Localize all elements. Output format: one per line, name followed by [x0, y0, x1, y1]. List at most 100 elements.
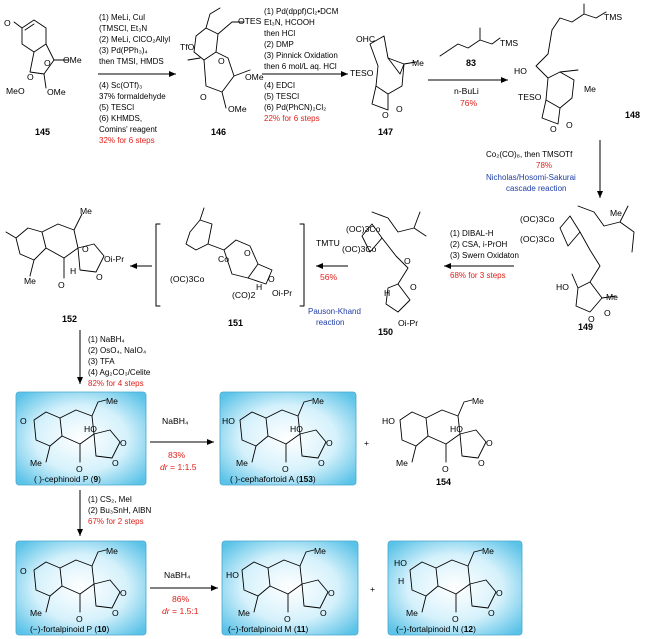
compound-11: HO O O Me Me O (−)-fortalpinoid M (11) [221, 540, 359, 636]
reagent-line: (3) Pd(PPh₃)₄ [99, 46, 148, 55]
atom-label: O [604, 308, 611, 318]
atom-label: O [404, 256, 411, 266]
atom-label: O [112, 608, 119, 618]
compound-name: ( )-cephafortoid A (153) [230, 474, 316, 484]
reaction-name: Pauson-Khand [308, 307, 361, 316]
reagent-text: NaBH₄ [164, 570, 191, 580]
compound-153: HO HO O O Me Me O ( )-cephafortoid A (15… [219, 391, 357, 486]
compound-name: (−)-fortalpinoid N (12) [396, 624, 476, 634]
atom-label: HO [222, 416, 235, 426]
atom-label: HO [226, 570, 239, 580]
reagent-line: (4) Sc(OTf)₃ [99, 81, 142, 90]
yield-text: 82% for 4 steps [88, 379, 144, 388]
reagent-line: 37% formaldehyde [99, 92, 166, 101]
atom-label: HO [382, 416, 395, 426]
atom-label: O [486, 438, 493, 448]
reagent-line: (1) DIBAL-H [450, 229, 494, 238]
atom-label: H [384, 288, 390, 298]
compound-label: 152 [62, 314, 77, 324]
atom-label: O [268, 274, 275, 284]
atom-label: HO [514, 66, 527, 76]
step-8-conditions: NaBH₄ 83% dr = 1:1.5 [150, 416, 214, 472]
yield-text: 56% [320, 272, 338, 282]
atom-label: O [320, 608, 327, 618]
atom-label: O [478, 458, 485, 468]
atom-label: Me [312, 396, 324, 406]
atom-label: O [284, 614, 291, 624]
reagent-line: (6) Pd(PhCN)₂Cl₂ [264, 103, 326, 112]
compound-147: OHC TESO Me O O 147 [350, 34, 424, 137]
atom-label: O [76, 614, 83, 624]
reagent-line: then HCl [264, 29, 295, 38]
compound-10: O O O Me Me O (−)-fortalpinoid P (10) [15, 540, 147, 636]
atom-label: Me [314, 546, 326, 556]
atom-label: O [496, 588, 503, 598]
atom-label: O [44, 58, 51, 68]
yield-text: 67% for 2 steps [88, 517, 144, 526]
atom-label: TESO [350, 68, 374, 78]
atom-label: O [200, 92, 207, 102]
atom-label: OTES [238, 16, 262, 26]
atom-label: Oi-Pr [272, 288, 292, 298]
reagent-line: (3) TFA [88, 357, 115, 366]
atom-label: (OC)3Co [520, 234, 555, 244]
yield-text: 68% for 3 steps [450, 271, 506, 280]
atom-label: Me [482, 546, 494, 556]
step-4-conditions: Co₂(CO)₈, then TMSOTf 78% Nicholas/Hosom… [486, 140, 603, 198]
reagent-text: n-BuLi [454, 86, 479, 96]
plus-sign: + [370, 584, 375, 594]
compound-145: O O O OMe OMe MeO 145 [4, 18, 82, 137]
reagent-line: Et₃N, HCOOH [264, 18, 315, 27]
compound-152: Me O H O Oi-Pr Me O 152 [5, 206, 124, 324]
compound-label: 148 [625, 110, 640, 120]
atom-label: Me [412, 58, 424, 68]
atom-label: Me [610, 208, 622, 218]
step-9-conditions: (1) CS₂, MeI (2) Bu₃SnH, AIBN 67% for 2 … [77, 490, 152, 536]
atom-label: O [27, 72, 34, 82]
reagent-line: (4) Ag₂CO₃/Celite [88, 368, 151, 377]
atom-label: O [588, 314, 595, 324]
reagent-line: (2) CSA, i-PrOH [450, 240, 508, 249]
atom-label: O [550, 124, 557, 134]
reagent-line: (1) Pd(dppf)Cl₂•DCM [264, 7, 339, 16]
atom-label: O [328, 588, 335, 598]
atom-label: O [244, 248, 251, 258]
atom-label: Co [218, 254, 229, 264]
compound-label: 147 [378, 127, 393, 137]
step-7-conditions: (1) NaBH₄ (2) OsO₄, NaIO₄ (3) TFA (4) Ag… [77, 330, 151, 388]
atom-label: MeO [6, 86, 25, 96]
compound-148: TMS HO TESO Me O O 148 [514, 3, 640, 134]
compound-label: 150 [378, 327, 393, 337]
atom-label: TMS [604, 12, 622, 22]
reagent-line: Comins' reagent [99, 125, 158, 134]
compound-151: (OC)3Co Co O O (CO)2 Oi-Pr H 151 [155, 207, 305, 328]
reagent-line: (5) TESCl [99, 103, 134, 112]
step-5-conditions: (1) DIBAL-H (2) CSA, i-PrOH (3) Swern Ox… [444, 229, 519, 280]
atom-label: O [58, 280, 65, 290]
atom-label: Me [106, 396, 118, 406]
atom-label: O [20, 416, 27, 426]
atom-label: OMe [47, 87, 66, 97]
reagent-line: (5) TESCl [264, 92, 299, 101]
reaction-name: cascade reaction [506, 184, 566, 193]
step-3-conditions: TMS 83 n-BuLi 76% [428, 27, 518, 108]
atom-label: Me [30, 458, 42, 468]
atom-label: O [382, 110, 389, 120]
atom-label: TfO [180, 42, 195, 52]
compound-label: 145 [35, 127, 50, 137]
atom-label: Me [80, 206, 92, 216]
atom-label: TESO [518, 92, 542, 102]
reagent-line: (2) OsO₄, NaIO₄ [88, 346, 146, 355]
compound-label: 146 [211, 127, 226, 137]
atom-label: O [396, 104, 403, 114]
atom-label: Me [30, 608, 42, 618]
step-1-conditions: (1) MeLi, CuI (TMSCl, Et₃N (2) MeLi, ClC… [98, 13, 176, 145]
step-2-conditions: (1) Pd(dppf)Cl₂•DCM Et₃N, HCOOH then HCl… [262, 7, 348, 123]
atom-label: O [442, 464, 449, 474]
atom-label: O [318, 458, 325, 468]
atom-label: HO [394, 558, 407, 568]
compound-label: 149 [578, 322, 593, 332]
reagent-line: (6) KHMDS, [99, 114, 142, 123]
compound-154: HO HO O O Me Me O 154 [382, 396, 493, 487]
